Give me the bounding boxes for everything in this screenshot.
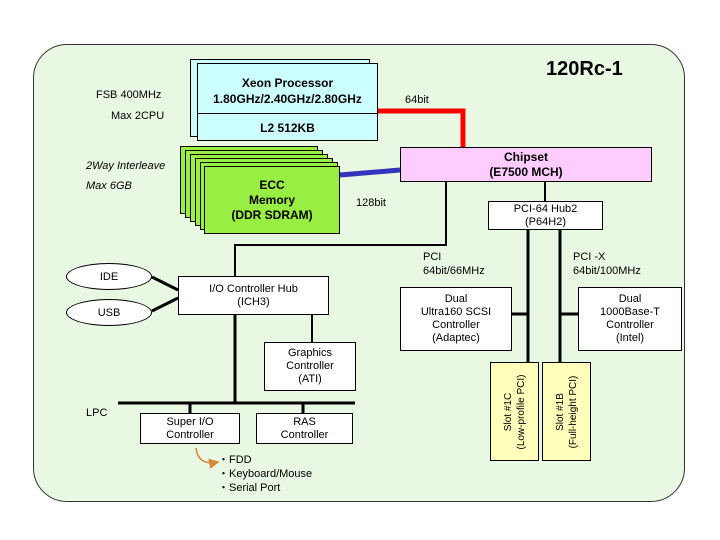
scsi-line-2: Ultra160 SCSI <box>420 306 492 318</box>
peripheral-list: ・FDD ・Keyboard/Mouse ・Serial Port <box>218 453 312 495</box>
chipset-box: Chipset (E7500 MCH) <box>400 147 652 182</box>
ras-controller-box: RAS Controller <box>256 413 353 444</box>
pci-bus-label: PCI 64bit/66MHz <box>423 250 485 278</box>
peripheral-arrow <box>195 447 220 469</box>
cpu-name: Xeon Processor <box>241 76 334 90</box>
peripheral-serial-port: ・Serial Port <box>218 482 281 494</box>
scsi-controller-box: Dual Ultra160 SCSI Controller (Adaptec) <box>400 287 512 351</box>
graphics-line-2: Controller <box>286 360 334 372</box>
usb-ellipse: USB <box>66 299 152 326</box>
superio-line-1: Super I/O <box>166 415 214 428</box>
cpu-cache: L2 512KB <box>260 121 315 135</box>
ich-box: I/O Controller Hub (ICH3) <box>178 276 329 315</box>
cpu-divider <box>198 113 377 114</box>
cpu-speeds: 1.80GHz/2.40GHz/2.80GHz <box>213 92 362 106</box>
usb-link-line <box>151 296 179 313</box>
pcix-label-line-2: 64bit/100MHz <box>573 265 641 277</box>
pcix-label-line-1: PCI -X <box>573 251 606 263</box>
slot-1c-line-2: (Low-profile PCI) <box>515 373 527 450</box>
superio-line-2: Controller <box>166 428 214 441</box>
pcix-bus-label: PCI -X 64bit/100MHz <box>573 250 641 278</box>
cpu-bus-label: 64bit <box>405 94 429 106</box>
peripheral-fdd: ・FDD <box>218 454 252 466</box>
memory-line-1: ECC <box>259 177 285 192</box>
slot-1c: Slot #1C (Low-profile PCI) <box>490 362 539 461</box>
pci-label-line-2: 64bit/66MHz <box>423 265 485 277</box>
ide-link-line <box>151 275 179 292</box>
nic-line-3: Controller <box>606 319 654 331</box>
cpu-card-front: Xeon Processor 1.80GHz/2.40GHz/2.80GHz L… <box>197 63 378 141</box>
memory-line-3: (DDR SDRAM) <box>231 207 313 222</box>
pci-label-line-1: PCI <box>423 251 442 263</box>
ich-line-2: (ICH3) <box>237 295 270 308</box>
pci-hub2-box: PCI-64 Hub2 (P64H2) <box>488 201 603 230</box>
max-memory-label: Max 6GB <box>86 180 132 192</box>
memory-line-2: Memory <box>248 192 295 207</box>
slot-1b-label: Slot #1B (Full-height PCI) <box>554 375 580 448</box>
slot-1b-line-1: Slot #1B <box>554 392 566 431</box>
fsb-label: FSB 400MHz <box>96 89 162 101</box>
scsi-line-3: Controller <box>432 319 480 331</box>
memory-card-front: ECC Memory (DDR SDRAM) <box>204 166 340 234</box>
max-cpu-label: Max 2CPU <box>111 110 165 122</box>
nic-line-4: (Intel) <box>615 332 645 344</box>
chipset-line-1: Chipset <box>503 149 548 164</box>
lpc-label: LPC <box>86 407 108 419</box>
slot-1b-line-2: (Full-height PCI) <box>567 375 579 448</box>
memory-bus-label: 128bit <box>356 197 386 209</box>
graphics-controller-box: Graphics Controller (ATI) <box>264 342 356 391</box>
interleave-label: 2Way Interleave <box>86 160 166 172</box>
slot-1c-label: Slot #1C (Low-profile PCI) <box>502 374 528 449</box>
graphics-line-3: (ATI) <box>298 373 322 385</box>
slot-1b: Slot #1B (Full-height PCI) <box>542 362 591 461</box>
page-title: 120Rc-1 <box>546 58 623 80</box>
memory-bus-line <box>339 167 401 178</box>
graphics-line-1: Graphics <box>287 347 333 359</box>
hub2-line-2: (P64H2) <box>525 215 566 228</box>
ide-ellipse: IDE <box>66 263 152 290</box>
ich-link-line <box>234 181 447 276</box>
peripheral-keyboard-mouse: ・Keyboard/Mouse <box>218 468 313 480</box>
hub2-line-1: PCI-64 Hub2 <box>513 202 578 215</box>
super-io-box: Super I/O Controller <box>140 413 240 444</box>
cpu-bus-line <box>378 108 466 147</box>
scsi-line-1: Dual <box>444 293 468 305</box>
nic-line-2: 1000Base-T <box>600 306 660 318</box>
slot-1c-line-1: Slot #1C <box>502 392 514 431</box>
nic-controller-box: Dual 1000Base-T Controller (Intel) <box>578 287 682 351</box>
scsi-line-4: (Adaptec) <box>432 332 480 344</box>
ich-line-1: I/O Controller Hub <box>209 282 298 295</box>
chipset-line-2: (E7500 MCH) <box>489 164 563 179</box>
ras-line-2: Controller <box>280 428 329 441</box>
nic-line-1: Dual <box>618 293 642 305</box>
ras-line-1: RAS <box>293 415 316 428</box>
